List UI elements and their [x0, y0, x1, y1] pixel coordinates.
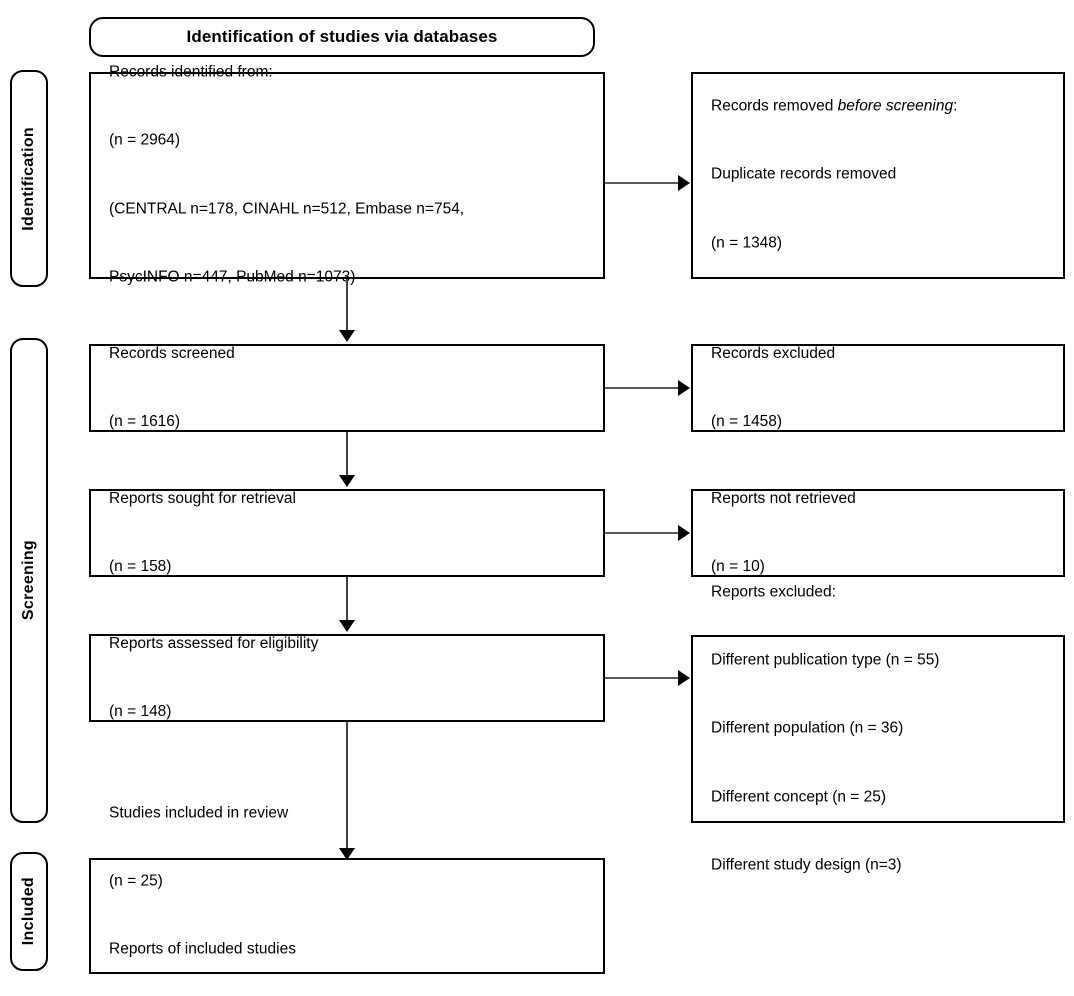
connector-screened-to-excluded: [605, 387, 679, 389]
reports-assessed-line-1: Reports assessed for eligibility: [109, 634, 319, 652]
records-removed-line-1-emphasis: before screening: [837, 97, 954, 115]
records-removed-line-1-post: :: [953, 97, 958, 115]
arrowhead-assessed-to-included: [339, 848, 355, 860]
records-excluded-box: Records excluded (n = 1458): [691, 344, 1065, 432]
records-screened-text: Records screened (n = 1616): [109, 297, 593, 479]
records-screened-line-1: Records screened: [109, 344, 235, 362]
connector-assessed-to-included: [346, 722, 348, 851]
page-title: Identification of studies via databases: [186, 27, 498, 46]
reports-sought-box: Reports sought for retrieval (n = 158): [89, 489, 605, 577]
records-screened-line-2: (n = 1616): [109, 412, 181, 430]
records-removed-box: Records removed before screening: Duplic…: [691, 72, 1065, 279]
reports-excluded-line-5: Different study design (n=3): [711, 856, 902, 874]
reports-not-retrieved-line-1: Reports not retrieved: [711, 489, 856, 507]
reports-not-retrieved-text: Reports not retrieved (n = 10): [711, 442, 1053, 624]
phase-label-screening-text: Screening: [20, 540, 37, 621]
records-excluded-line-2: (n = 1458): [711, 412, 783, 430]
studies-included-text: Studies included in review (n = 25) Repo…: [109, 757, 593, 996]
records-removed-line-1-pre: Records removed: [711, 97, 838, 115]
records-identified-line-1: Records identified from:: [109, 63, 273, 81]
reports-excluded-line-4: Different concept (n = 25): [711, 787, 887, 805]
records-removed-text: Records removed before screening: Duplic…: [711, 50, 1053, 301]
reports-excluded-box: Reports excluded: Different publication …: [691, 583, 1065, 873]
phase-label-identification-text: Identification: [20, 126, 37, 231]
arrowhead-identified-to-screened: [339, 330, 355, 342]
reports-not-retrieved-box: Reports not retrieved (n = 10): [691, 489, 1065, 577]
reports-excluded-line-2: Different publication type (n = 55): [711, 651, 940, 669]
reports-assessed-text: Reports assessed for eligibility (n = 14…: [109, 587, 593, 769]
arrowhead-assessed-to-excluded: [678, 670, 690, 686]
records-identified-line-4: PsycINFO n=447, PubMed n=1073): [109, 268, 356, 286]
arrowhead-sought-to-not-retrieved: [678, 525, 690, 541]
reports-sought-line-2: (n = 158): [109, 557, 172, 575]
phase-label-included-text: Included: [20, 877, 37, 946]
phase-label-screening: Screening: [10, 338, 48, 823]
records-removed-line-2: Duplicate records removed: [711, 166, 897, 184]
arrowhead-sought-to-assessed: [339, 620, 355, 632]
reports-sought-line-1: Reports sought for retrieval: [109, 489, 296, 507]
connector-assessed-to-excluded: [605, 677, 679, 679]
records-identified-line-2: (n = 2964): [109, 131, 181, 149]
records-identified-line-3: (CENTRAL n=178, CINAHL n=512, Embase n=7…: [109, 200, 465, 218]
diagram-title-banner: Identification of studies via databases: [89, 17, 595, 57]
arrowhead-identified-to-removed: [678, 175, 690, 191]
reports-excluded-line-1: Reports excluded:: [711, 582, 836, 600]
records-identified-text: Records identified from: (n = 2964) (CEN…: [109, 16, 593, 335]
records-removed-line-3: (n = 1348): [711, 234, 783, 252]
connector-identified-to-removed: [605, 182, 679, 184]
records-screened-box: Records screened (n = 1616): [89, 344, 605, 432]
records-removed-line-1: Records removed before screening:: [711, 96, 1053, 119]
records-excluded-text: Records excluded (n = 1458): [711, 297, 1053, 479]
studies-included-line-2: (n = 25): [109, 872, 163, 890]
studies-included-box: Studies included in review (n = 25) Repo…: [89, 804, 605, 974]
phase-label-identification: Identification: [10, 70, 48, 287]
connector-screened-to-sought: [346, 432, 348, 477]
reports-excluded-line-3: Different population (n = 36): [711, 719, 904, 737]
connector-identified-to-screened: [346, 279, 348, 332]
arrowhead-screened-to-sought: [339, 475, 355, 487]
arrowhead-screened-to-excluded: [678, 380, 690, 396]
records-identified-box: Records identified from: (n = 2964) (CEN…: [89, 64, 605, 286]
studies-included-line-1: Studies included in review: [109, 804, 289, 822]
reports-assessed-line-2: (n = 148): [109, 702, 172, 720]
studies-included-line-3: Reports of included studies: [109, 940, 296, 958]
reports-not-retrieved-line-2: (n = 10): [711, 557, 765, 575]
reports-sought-text: Reports sought for retrieval (n = 158): [109, 442, 593, 624]
reports-assessed-box: Reports assessed for eligibility (n = 14…: [89, 634, 605, 722]
phase-label-included: Included: [10, 852, 48, 971]
connector-sought-to-not-retrieved: [605, 532, 679, 534]
reports-excluded-text: Reports excluded: Different publication …: [711, 535, 1053, 922]
connector-sought-to-assessed: [346, 577, 348, 622]
records-excluded-line-1: Records excluded: [711, 344, 836, 362]
